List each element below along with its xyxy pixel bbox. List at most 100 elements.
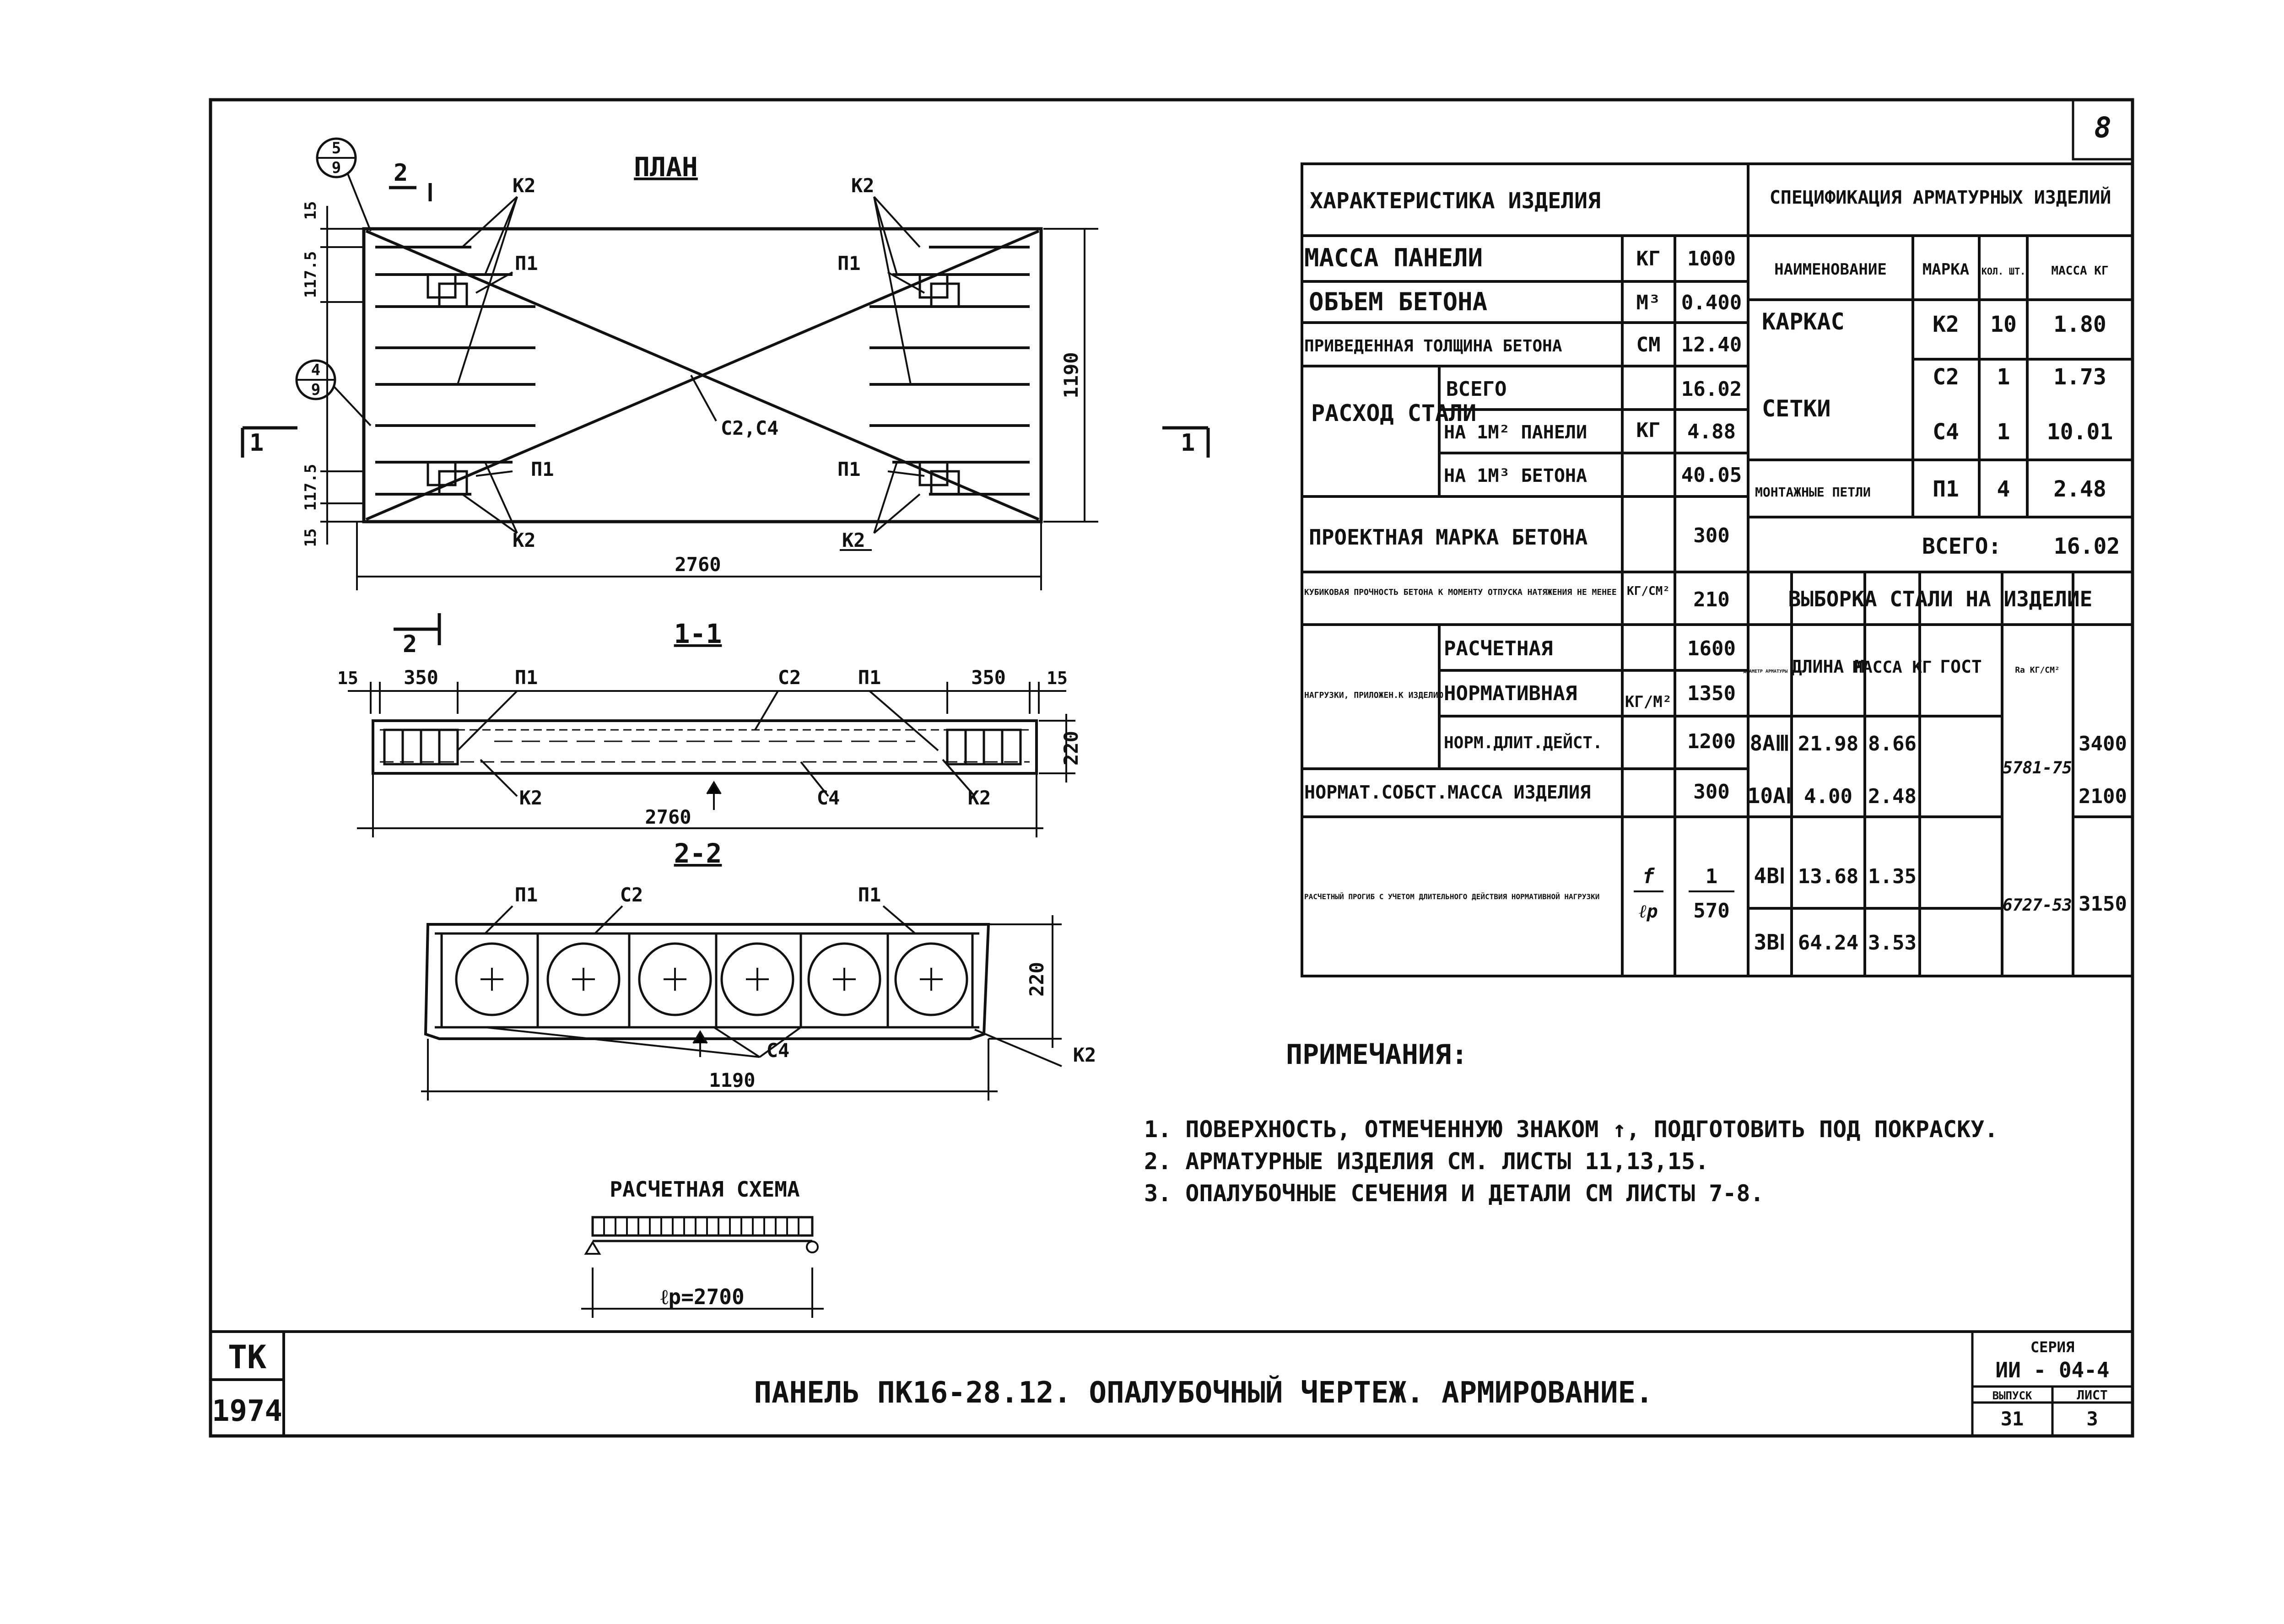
plan-dim-15-bot: 15 — [302, 529, 320, 547]
scheme-support-right — [806, 1241, 819, 1253]
note-3: 3. ОПАЛУБОЧНЫЕ СЕЧЕНИЯ И ДЕТАЛИ СМ ЛИСТЫ… — [1144, 1180, 1764, 1207]
section-2-2-cavity-crosses — [481, 968, 943, 991]
scheme-span: ℓр=2700 — [660, 1284, 744, 1309]
steel-group-label: РАСХОД СТАЛИ — [1311, 400, 1476, 426]
spec-row-2-mass: 1.73 — [2053, 364, 2106, 390]
section-1-1-dim-height — [1039, 714, 1075, 782]
spec-col-name: НАИМЕНОВАНИЕ — [1774, 260, 1887, 279]
steel-row-3-name: НА 1М³ БЕТОНА — [1444, 465, 1587, 486]
callout-1-leader — [347, 173, 372, 232]
section-2-2-leaders — [484, 905, 1062, 1067]
load-row-2-name: НОРМАТИВНАЯ — [1444, 682, 1577, 705]
spec-row-3-mark: С4 — [1933, 419, 1959, 445]
sel-row-4-len: 64.24 — [1798, 931, 1858, 955]
plan-label-p1-br: П1 — [837, 458, 861, 480]
notes-title: ПРИМЕЧАНИЯ: — [1286, 1039, 1468, 1071]
sel-row-1-mass: 8.66 — [1868, 732, 1917, 755]
sel-gost-b: 6727-53 — [2003, 896, 2072, 915]
stamp-year: 1974 — [212, 1394, 282, 1428]
plan-dim-15-top: 15 — [302, 201, 320, 220]
steel-selection-header: ВЫБОРКА СТАЛИ НА ИЗДЕЛИЕ — [1788, 587, 2093, 611]
sel-row-1-diam: 8АⅢ — [1749, 731, 1789, 755]
spec-col-qty: КОЛ. ШТ. — [1982, 266, 2025, 277]
char-row-1-name: МАССА ПАНЕЛИ — [1304, 243, 1483, 272]
specification-table-grid — [1747, 162, 2134, 977]
sel-row-1-len: 21.98 — [1798, 732, 1858, 755]
scheme-hatch — [603, 1217, 799, 1236]
section-1-1-dim-350-l: 350 — [404, 666, 438, 689]
sel-row-2-diam: 10АⅠ — [1748, 783, 1792, 808]
section-marker-2-bottom — [394, 613, 441, 645]
scheme-span-dimension — [581, 1268, 824, 1318]
page-number-box — [2072, 98, 2134, 161]
callout-2-bot: 9 — [311, 381, 320, 399]
section-1-1-dim-height-text: 220 — [1060, 731, 1082, 766]
spec-row-2-name: СЕТКИ — [1762, 395, 1831, 422]
plan-label-p1-bl: П1 — [531, 458, 554, 480]
section-1-1-dim-350-r: 350 — [971, 666, 1006, 689]
plan-leaders — [457, 196, 925, 534]
section-1-1-title: 1-1 — [674, 618, 722, 649]
deflection-name: РАСЧЕТНЫЙ ПРОГИБ С УЧЕТОМ ДЛИТЕЛЬНОГО ДЕ… — [1304, 892, 1599, 901]
char-row-3-name: ПРИВЕДЕННАЯ ТОЛЩИНА БЕТОНА — [1304, 337, 1562, 356]
spec-row-1-mass: 1.80 — [2053, 312, 2106, 337]
series-label: СЕРИЯ — [2030, 1338, 2074, 1356]
plan-label-k2-br: К2 — [842, 529, 865, 551]
plan-dim-length: 2760 — [675, 553, 721, 576]
deflection-value-top: 1 — [1706, 865, 1718, 888]
section-1-1-label-p1-l: П1 — [515, 666, 538, 689]
title-block-series-grid — [1971, 1332, 2133, 1436]
plan-label-k2-tl: К2 — [513, 174, 536, 197]
sel-row-2-len: 4.00 — [1804, 785, 1852, 808]
scheme-beam — [591, 1216, 814, 1237]
section-2-2-label-p1-l: П1 — [515, 884, 538, 906]
section-1-1-dim-top — [348, 682, 1066, 714]
scheme-support-left — [584, 1241, 601, 1255]
steel-row-1-value: 16.02 — [1681, 378, 1742, 401]
section-2-2-ribs — [440, 933, 974, 1027]
callout-circle-4-9: 4 9 — [295, 359, 336, 400]
section-2-2-label-k2: К2 — [1073, 1044, 1096, 1066]
char-row-1-unit: КГ — [1636, 247, 1661, 270]
strength-name: КУБИКОВАЯ ПРОЧНОСТЬ БЕТОНА К МОМЕНТУ ОТП… — [1304, 588, 1617, 597]
section-1-1-outline — [372, 719, 1038, 775]
section-2-2-label-c2: С2 — [620, 884, 643, 906]
section-marker-1-left — [241, 426, 297, 458]
section-1-1-label-k2-l: К2 — [519, 787, 543, 809]
section-1-1-dim-length: 2760 — [645, 806, 691, 828]
section-2-2-outline — [424, 923, 990, 1040]
section-1-1-label-k2-r: К2 — [968, 787, 991, 809]
spec-row-3-qty: 1 — [1997, 419, 2010, 445]
sel-gost-a: 5781-75 — [2003, 759, 2072, 777]
load-row-3-value: 1200 — [1687, 730, 1736, 753]
section-1-1-cages — [383, 728, 1022, 766]
issue-value: 31 — [2001, 1408, 2024, 1430]
section-2-2-label-c4: С4 — [767, 1039, 790, 1062]
spec-row-1-mark: К2 — [1933, 312, 1959, 337]
steel-row-2-value: 4.88 — [1687, 420, 1736, 443]
grade-unit: КГ/СМ² — [1627, 584, 1670, 598]
steel-row-1-name: ВСЕГО — [1446, 378, 1506, 401]
section-marker-1-right — [1162, 426, 1210, 458]
section-1-label-right: 1 — [1181, 429, 1195, 457]
section-1-1-label-c4: С4 — [817, 787, 840, 809]
plan-dim-width: 1190 — [1060, 352, 1082, 398]
spec-row-4-name: МОНТАЖНЫЕ ПЕТЛИ — [1755, 485, 1871, 500]
char-row-2-name: ОБЪЕМ БЕТОНА — [1309, 287, 1487, 316]
sel-col-gost: ГОСТ — [1940, 657, 1982, 677]
plan-dimension-lines — [320, 206, 1098, 590]
sel-col-mass: МАССА КГ — [1852, 658, 1932, 677]
sel-col-len: ДЛИНА М — [1792, 657, 1865, 677]
char-row-3-value: 12.40 — [1681, 333, 1742, 356]
spec-total-value: 16.02 — [2054, 534, 2120, 559]
plan-title: ПЛАН — [634, 151, 698, 183]
sel-row-4-diam: 3ВⅠ — [1754, 930, 1786, 955]
spec-col-mark: МАРКА — [1922, 260, 1969, 279]
callout-circle-5-9: 5 9 — [316, 137, 357, 178]
char-row-2-value: 0.400 — [1681, 291, 1742, 314]
plan-dim-117-top: 117.5 — [302, 251, 320, 298]
steel-row-2-name: НА 1М² ПАНЕЛИ — [1444, 422, 1587, 443]
section-1-1-dim-bottom — [357, 773, 1043, 837]
strength-value: 210 — [1693, 588, 1729, 611]
char-row-2-unit: М³ — [1636, 291, 1661, 314]
